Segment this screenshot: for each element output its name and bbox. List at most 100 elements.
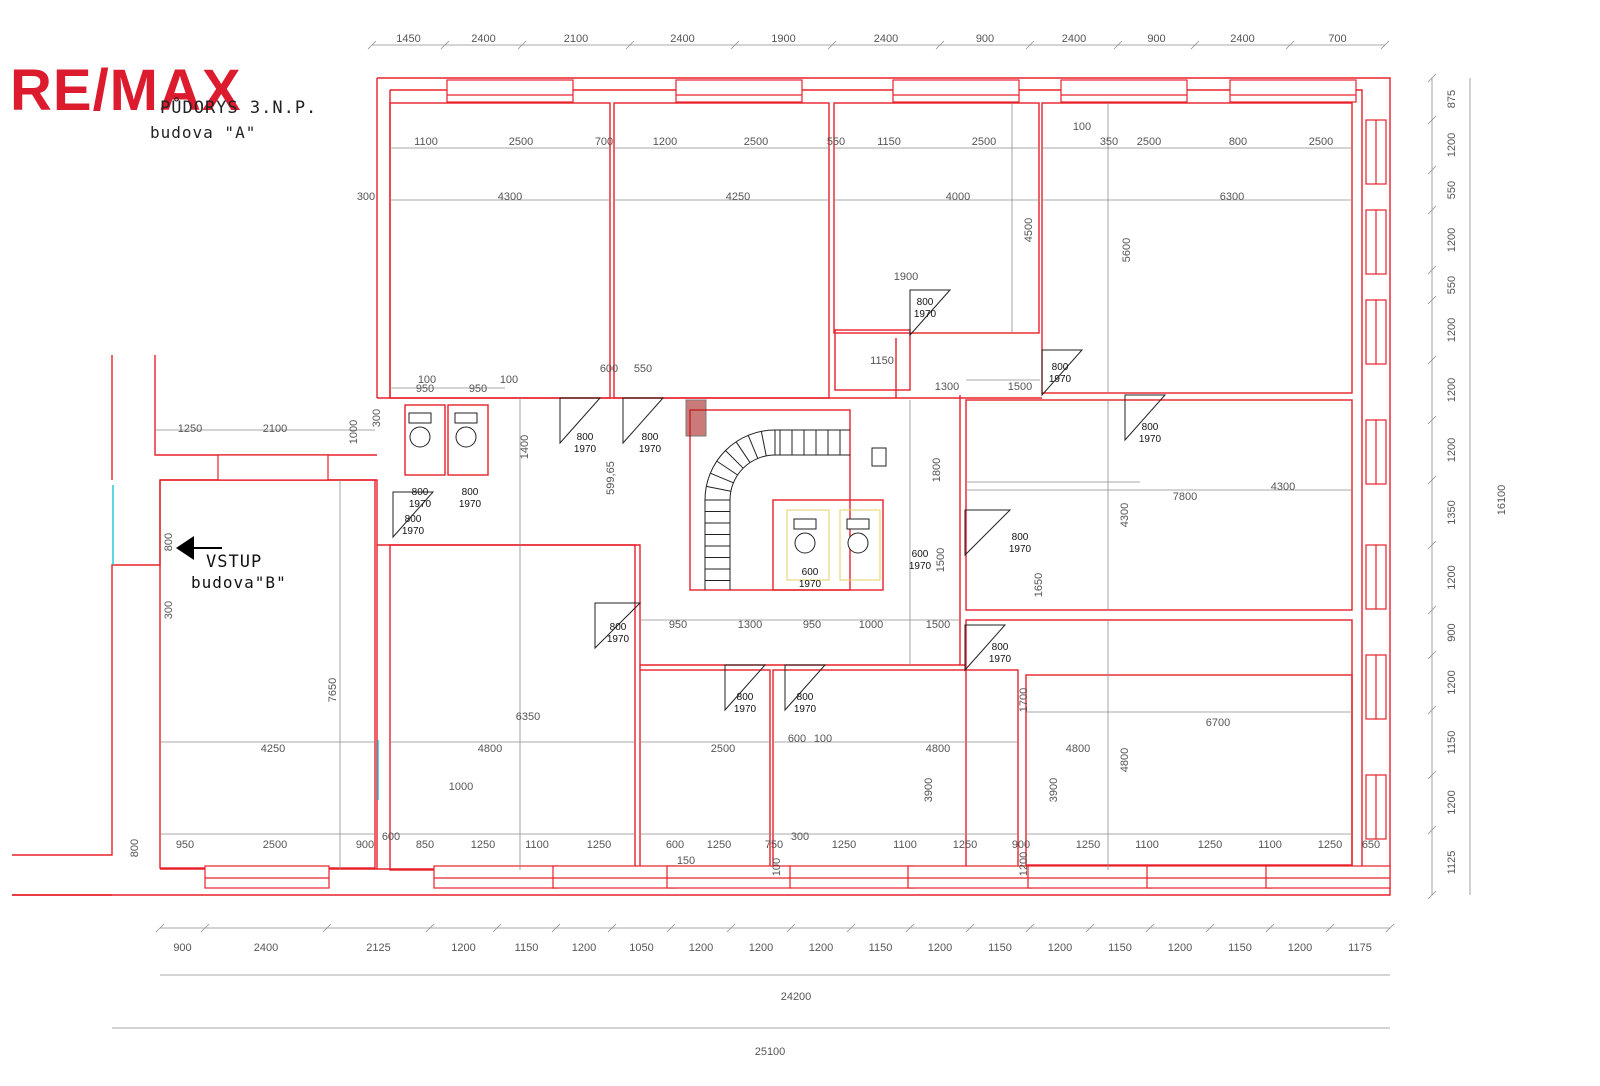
room-dimension-label: 1250 [178, 423, 202, 435]
walls-layer [12, 77, 1391, 896]
room-dimension-label: 600 [382, 831, 400, 843]
entrance-arrow-icon [176, 536, 222, 560]
window [789, 865, 915, 889]
room-dimension-label: 1500 [935, 548, 947, 572]
room-dimension-label: 7800 [1173, 491, 1197, 503]
dimension-tick [1265, 923, 1275, 933]
room-dimension-label: 1250 [1076, 839, 1100, 851]
right-dimension-label: 900 [1446, 623, 1458, 641]
room-outline [1041, 102, 1353, 394]
room-dimension-label: 100 [500, 374, 518, 386]
room-dimension-label: 1100 [893, 839, 917, 851]
dimension-tick [425, 923, 435, 933]
door-height-label: 1970 [909, 561, 932, 572]
door-height-label: 1970 [794, 704, 817, 715]
room-dimension-label: 600 [600, 363, 618, 375]
top-dimension-label: 1450 [396, 33, 420, 45]
stair-step [725, 450, 744, 469]
room-dimension-label: 1250 [587, 839, 611, 851]
room-dimension-label: 1000 [449, 781, 473, 793]
dimension-tick [827, 40, 837, 50]
stair-step [760, 431, 767, 456]
room-dimension-label: 1000 [859, 619, 883, 631]
dimension-tick [1427, 475, 1437, 485]
right-dimension-label: 1125 [1446, 851, 1458, 875]
room-dimension-label: 1500 [926, 619, 950, 631]
building-b-north-wall [154, 355, 377, 456]
window [1229, 79, 1357, 103]
room-dimension-label: 1300 [935, 381, 959, 393]
room-dimension-label: 550 [827, 136, 845, 148]
door-width-label: 800 [642, 432, 659, 443]
bottom-dimension-label: 1200 [1168, 942, 1192, 954]
door-height-label: 1970 [989, 654, 1012, 665]
right-dimension-label: 1200 [1446, 133, 1458, 157]
door-height-label: 1970 [402, 526, 425, 537]
top-dimension-label: 700 [1328, 33, 1346, 45]
door-swing-icon [784, 664, 827, 712]
room-dimension-label: 1800 [931, 458, 943, 482]
door-swing-icon [1124, 394, 1167, 442]
room-dimension-label: 599,65 [605, 461, 617, 495]
dimension-tick [666, 923, 676, 933]
room-dimension-label: 3900 [1048, 778, 1060, 802]
dimension-tick [846, 923, 856, 933]
top-dimension-label: 2400 [471, 33, 495, 45]
room-dimension-label: 300 [163, 601, 175, 619]
door-height-label: 1970 [459, 499, 482, 510]
dimension-tick [1427, 890, 1437, 900]
corridor-west-wall [377, 544, 641, 670]
room-dimension-label: 850 [416, 839, 434, 851]
room-dimension-label: 4000 [946, 191, 970, 203]
top-dimension-label: 2400 [670, 33, 694, 45]
room-dimension-label: 1200 [653, 136, 677, 148]
toilet-icon [409, 426, 431, 448]
dimension-tick [1427, 605, 1437, 615]
room-dimension-label: 300 [371, 409, 383, 427]
dimension-tick [726, 923, 736, 933]
room-dimension-label: 2500 [744, 136, 768, 148]
top-dimension-label: 2400 [874, 33, 898, 45]
bottom-dimension-label: 1200 [928, 942, 952, 954]
top-dimension-label: 900 [1147, 33, 1165, 45]
room-outline [389, 544, 636, 871]
door-height-label: 1970 [639, 444, 662, 455]
room-dimension-label: 950 [803, 619, 821, 631]
door-width-label: 800 [737, 692, 754, 703]
stair-step [710, 472, 734, 484]
room-dimension-label: 700 [595, 136, 613, 148]
bottom-dimension-label: 1200 [1288, 942, 1312, 954]
door-swing-icon [622, 397, 665, 445]
dimension-tick [935, 40, 945, 50]
bottom-dimension-label: 1175 [1348, 942, 1372, 954]
dimension-tick [1325, 923, 1335, 933]
room-dimension-label: 800 [129, 839, 141, 857]
stair-step [716, 460, 738, 476]
room-dimension-label: 550 [634, 363, 652, 375]
top-dimension-label: 2400 [1062, 33, 1086, 45]
window [217, 454, 329, 481]
dimension-tick [1427, 265, 1437, 275]
room-dimension-label: 6700 [1206, 717, 1230, 729]
dimension-tick [730, 40, 740, 50]
toilet-tank-icon [846, 518, 870, 530]
bottom-dimension-label: 2400 [254, 942, 278, 954]
dimension-lines-layer [112, 40, 1471, 1029]
dimension-tick [1427, 650, 1437, 660]
bottom-dimension-label: 2125 [366, 942, 390, 954]
dimension-tick [1427, 770, 1437, 780]
room-outline [965, 399, 1353, 611]
right-dimension-label: 1200 [1446, 790, 1458, 814]
room-dimension-label: 6350 [516, 711, 540, 723]
dimension-tick [1427, 73, 1437, 83]
room-dimension-label: 950 [176, 839, 194, 851]
room-dimension-label: 4500 [1023, 218, 1035, 242]
room-dimension-label: 4250 [726, 191, 750, 203]
room-dimension-label: 2500 [263, 839, 287, 851]
right-dimension-label: 1200 [1446, 438, 1458, 462]
dimension-tick [1427, 415, 1437, 425]
room-dimension-label: 4300 [1119, 503, 1131, 527]
entrance-label: VSTUP [206, 552, 263, 572]
total-outer-label: 25100 [755, 1046, 786, 1058]
dimension-tick [1427, 295, 1437, 305]
